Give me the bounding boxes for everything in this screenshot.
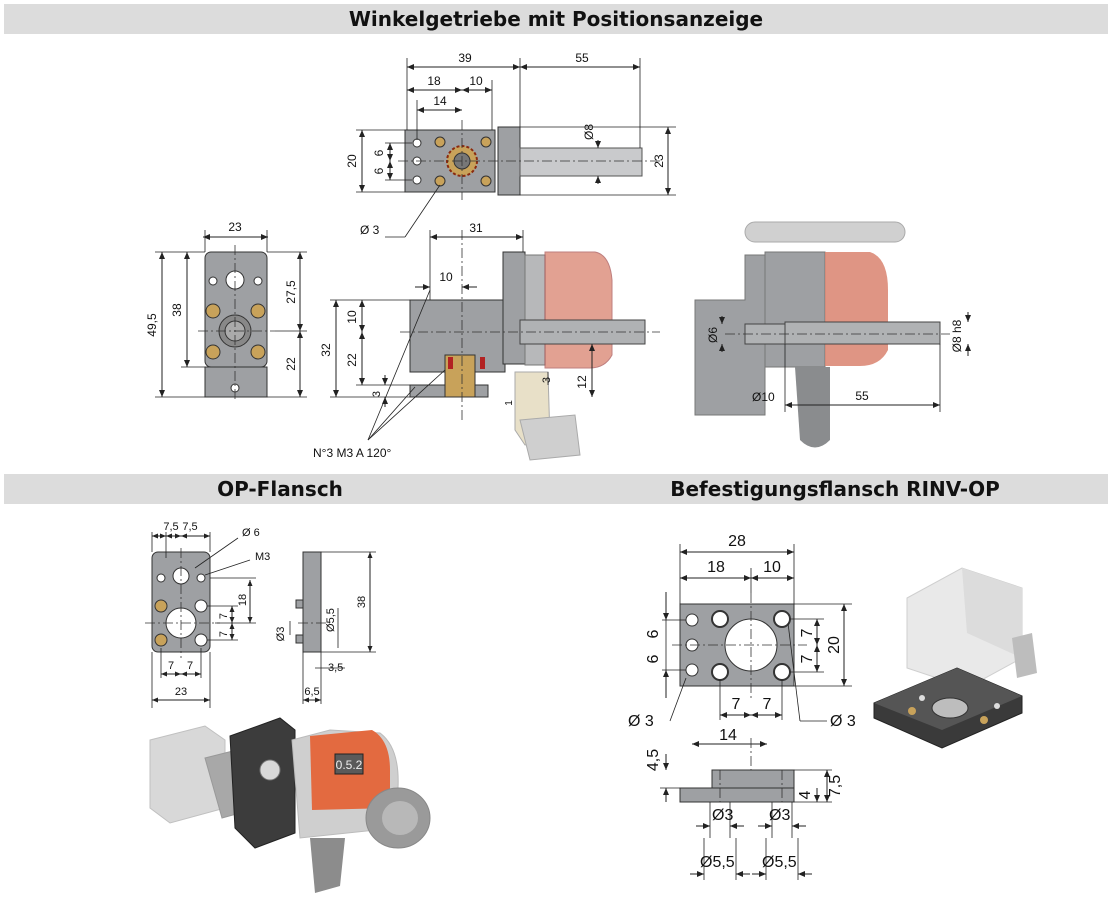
rinv-dim-dia-5-5-a: Ø5,5 [700,854,735,871]
rinv-dim-dia-3-right: Ø 3 [830,713,856,730]
rinv-dim-10: 10 [763,559,781,576]
top-view-plan [398,120,660,200]
side-view-right [694,221,950,448]
dim-dia-8: Ø8 [582,124,596,140]
rinv-dim-7-d: 7 [763,696,772,713]
rinv-dim-dia-3-left: Ø 3 [628,713,654,730]
dim-32: 32 [319,343,333,357]
rinv-front-view [672,593,807,698]
dim-14: 14 [433,94,447,108]
op-flansch-drawing: 7,5 7,5 Ø 6 M3 18 7 7 7 7 23 38 Ø3 Ø5,5 … [145,521,431,893]
op-dim-dia-3: Ø3 [275,627,287,642]
op-dim-7-d: 7 [187,660,193,672]
op-dim-7-c: 7 [168,660,174,672]
rinv-dim-4: 4 [797,790,814,799]
op-flansch-3d-render: 0.5.2 [149,717,431,893]
dim-39: 39 [458,51,472,65]
rinv-side-view [679,769,795,803]
rinv-dim-7-a: 7 [799,628,816,637]
op-dim-3-5: 3,5 [328,662,343,674]
op-indicator-display: 0.5.2 [336,758,363,772]
dim-6-b: 6 [372,167,386,174]
dim-27-5: 27,5 [284,280,298,304]
dim-55: 55 [575,51,589,65]
op-dim-6-5: 6,5 [304,686,319,698]
op-dim-7-5-a: 7,5 [163,521,178,533]
rinv-dim-7-b: 7 [799,654,816,663]
section-title-winkelgetriebe: Winkelgetriebe mit Positionsanzeige [348,7,764,31]
rinv-op-drawing: 28 18 10 6 6 7 7 20 Ø 3 Ø 3 7 7 14 4,5 4… [628,533,1037,880]
side-view-center [400,230,660,461]
rinv-dim-6-a: 6 [645,629,662,638]
rinv-dim-7-c: 7 [732,696,741,713]
dim-10-vertical: 10 [345,310,359,324]
rinv-dim-4-5: 4,5 [645,749,662,771]
thread-note: N°3 M3 A 120° [313,446,392,460]
rinv-dim-dia-5-5-b: Ø5,5 [762,854,797,871]
rinv-dim-7-5: 7,5 [827,775,844,797]
rinv-dim-14: 14 [719,727,737,744]
top-technical-drawing: 39 55 18 10 14 20 6 6 Ø8 23 Ø 3 [145,51,971,461]
dim-dia-3: Ø 3 [360,223,380,237]
rinv-dim-28: 28 [728,533,746,550]
op-dim-dia-6: Ø 6 [242,527,260,539]
dim-23-front: 23 [228,220,242,234]
dim-22-front: 22 [284,357,298,371]
op-dim-7-a: 7 [218,613,230,619]
dim-55-right: 55 [855,389,869,403]
dim-10-side: 10 [439,270,453,284]
dim-dia-6-right: Ø6 [706,327,720,343]
op-label-m3: M3 [255,551,270,563]
dim-dia-10: Ø10 [752,390,775,404]
dim-20: 20 [345,154,359,168]
dim-dia-8-h8: Ø8 h8 [950,319,964,352]
dim-23-right: 23 [652,154,666,168]
dim-3-right: 3 [541,377,553,383]
op-dim-7-5-b: 7,5 [182,521,197,533]
dim-38-front: 38 [170,303,184,317]
rinv-dim-18: 18 [707,559,725,576]
dim-3-left: 3 [371,391,383,397]
rinv-dim-dia-3-b: Ø3 [769,807,790,824]
dim-12: 12 [575,375,589,389]
section-title-op-flansch: OP-Flansch [217,477,343,501]
section-title-befestigungsflansch: Befestigungsflansch RINV-OP [670,477,1000,501]
op-flansch-front-view [145,548,220,658]
rinv-dim-dia-3-a: Ø3 [712,807,733,824]
rinv-3d-render [873,567,1037,749]
op-dim-38: 38 [356,596,368,608]
dim-6-a: 6 [372,149,386,156]
dim-22-side: 22 [345,353,359,367]
rinv-dim-20: 20 [826,636,843,654]
op-dim-dia-5-5: Ø5,5 [325,608,337,632]
dim-18: 18 [427,74,441,88]
dim-31: 31 [469,221,483,235]
op-dim-18: 18 [237,594,249,606]
dim-1: 1 [504,400,515,406]
header-band-top [4,4,1108,34]
op-dim-23: 23 [175,686,187,698]
dim-49-5: 49,5 [145,313,159,337]
header-band-bottom [4,474,1108,504]
front-view-left [198,245,275,400]
dim-10: 10 [469,74,483,88]
op-flansch-side-view [295,551,330,653]
op-dim-7-b: 7 [218,631,230,637]
rinv-dim-6-b: 6 [645,654,662,663]
